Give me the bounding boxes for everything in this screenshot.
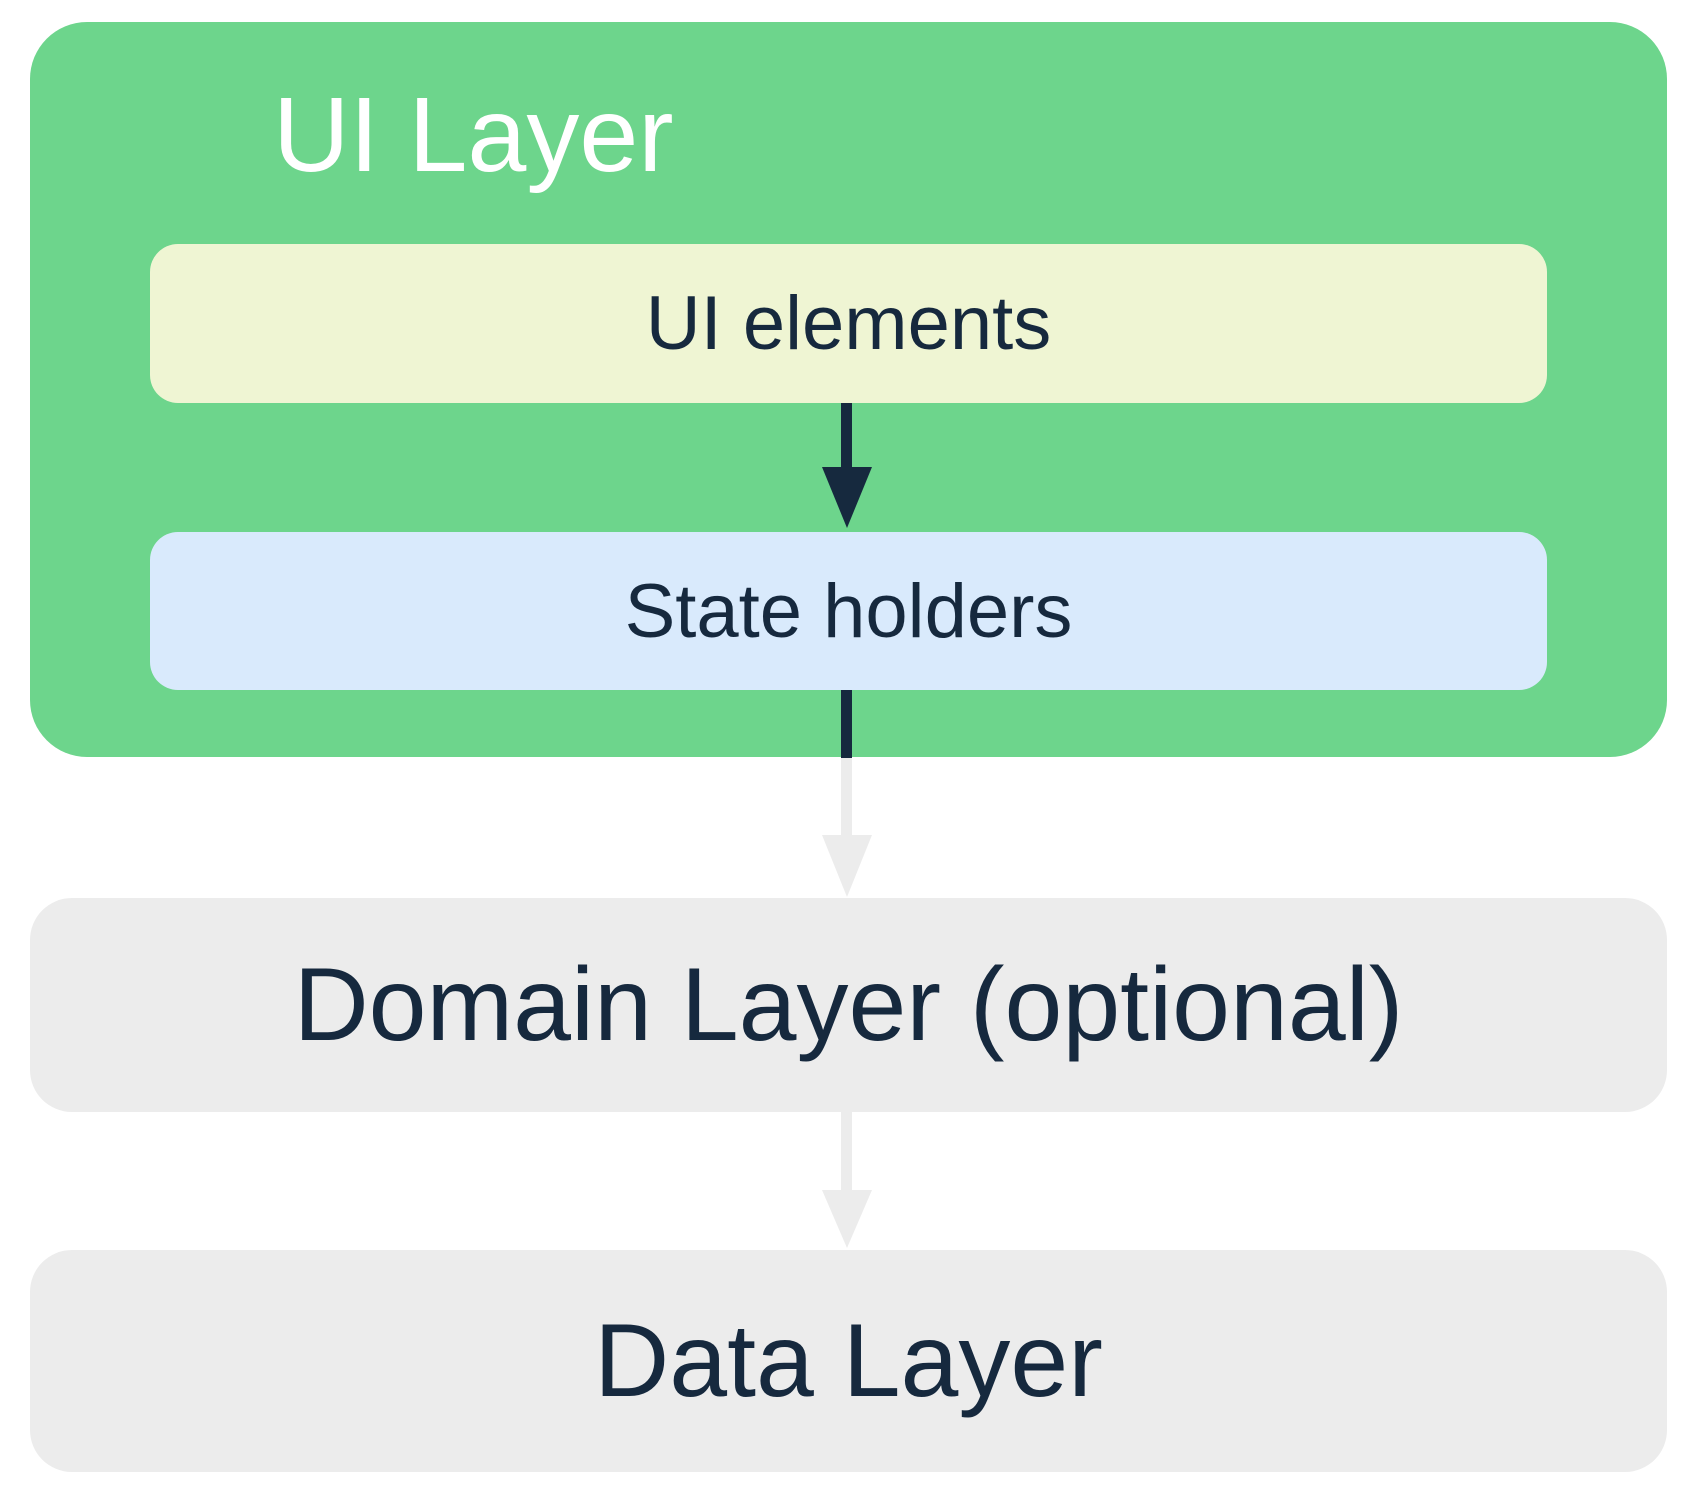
arrow-state-holders-to-domain-stem-light (841, 758, 852, 837)
ui-layer-label: UI Layer (273, 76, 674, 194)
arrow-state-holders-to-domain-stem-dark (841, 690, 852, 758)
data-layer-box: Data Layer (30, 1250, 1667, 1472)
ui-elements-label: UI elements (645, 281, 1052, 366)
state-holders-label: State holders (624, 568, 1073, 654)
ui-elements-box: UI elements (150, 244, 1547, 403)
arrow-state-holders-to-domain-head (822, 835, 872, 897)
state-holders-box: State holders (150, 532, 1547, 690)
domain-layer-box: Domain Layer (optional) (30, 898, 1667, 1112)
arrow-domain-to-data-stem (841, 1112, 852, 1192)
arrow-ui-elements-to-state-holders-stem (841, 403, 852, 469)
domain-layer-label: Domain Layer (optional) (293, 946, 1404, 1063)
arrow-domain-to-data-head (822, 1190, 872, 1248)
data-layer-label: Data Layer (594, 1302, 1103, 1419)
